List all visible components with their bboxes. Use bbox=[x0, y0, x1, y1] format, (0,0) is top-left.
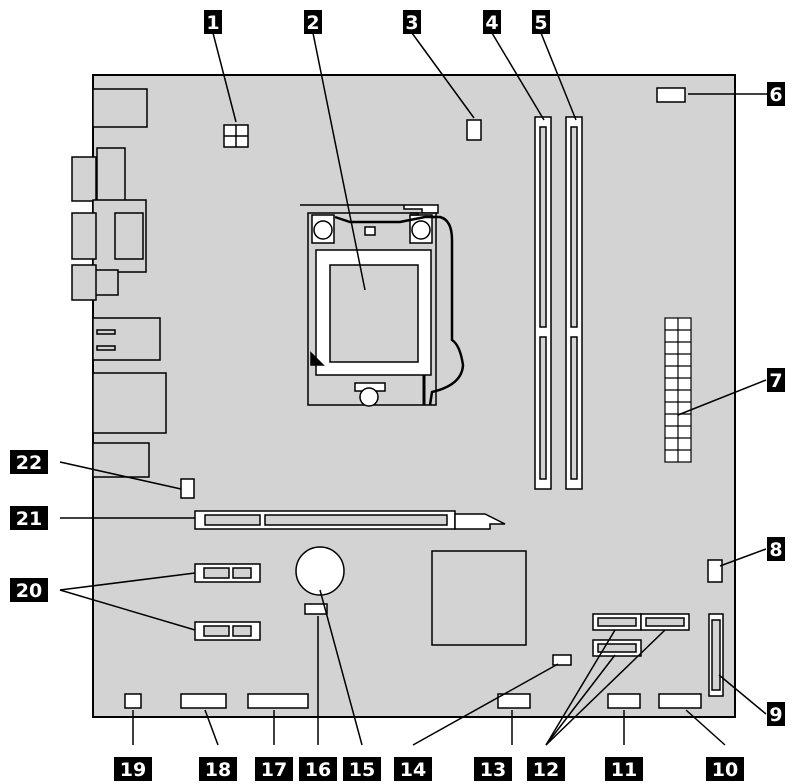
front-panel-connector bbox=[708, 613, 724, 697]
fan-connector-6 bbox=[656, 87, 686, 103]
bottom-headers bbox=[124, 693, 702, 709]
svg-text:7: 7 bbox=[769, 370, 782, 392]
svg-text:19: 19 bbox=[120, 759, 146, 781]
svg-text:11: 11 bbox=[611, 759, 637, 781]
cpu-socket bbox=[300, 204, 439, 407]
svg-text:12: 12 bbox=[533, 759, 559, 781]
svg-text:15: 15 bbox=[349, 759, 375, 781]
callout-16: 16 bbox=[299, 757, 337, 781]
svg-text:2: 2 bbox=[306, 12, 319, 34]
callout-8: 8 bbox=[767, 537, 785, 561]
leader-lines bbox=[59, 32, 767, 746]
memory-slots bbox=[534, 116, 583, 490]
svg-text:8: 8 bbox=[769, 539, 782, 561]
svg-text:20: 20 bbox=[16, 580, 42, 602]
callout-18: 18 bbox=[199, 757, 237, 781]
svg-text:6: 6 bbox=[769, 84, 782, 106]
svg-text:3: 3 bbox=[405, 12, 418, 34]
callout-15: 15 bbox=[343, 757, 381, 781]
callout-17: 17 bbox=[255, 757, 293, 781]
svg-text:5: 5 bbox=[534, 12, 547, 34]
callout-7: 7 bbox=[767, 368, 785, 392]
callout-20: 20 bbox=[10, 578, 48, 602]
fan-connector-3 bbox=[466, 119, 482, 141]
callout-14: 14 bbox=[394, 757, 432, 781]
callout-3: 3 bbox=[403, 10, 421, 34]
connector-14 bbox=[552, 654, 572, 666]
callout-6: 6 bbox=[767, 82, 785, 106]
connector-22 bbox=[180, 478, 195, 499]
svg-text:21: 21 bbox=[16, 508, 42, 530]
svg-text:16: 16 bbox=[305, 759, 331, 781]
callout-19: 19 bbox=[114, 757, 152, 781]
atx-power-connector bbox=[664, 317, 692, 463]
svg-text:10: 10 bbox=[712, 759, 738, 781]
callout-9: 9 bbox=[767, 702, 785, 726]
callout-11: 11 bbox=[605, 757, 643, 781]
svg-text:22: 22 bbox=[16, 452, 42, 474]
battery bbox=[295, 546, 345, 596]
callout-21: 21 bbox=[10, 506, 48, 530]
chipset bbox=[431, 550, 527, 646]
jumper-16 bbox=[304, 603, 328, 615]
callout-13: 13 bbox=[474, 757, 512, 781]
svg-text:1: 1 bbox=[206, 12, 219, 34]
pcie-x1-slots bbox=[194, 563, 261, 641]
callout-22: 22 bbox=[10, 450, 48, 474]
svg-text:18: 18 bbox=[205, 759, 231, 781]
svg-text:4: 4 bbox=[485, 12, 498, 34]
callout-5: 5 bbox=[532, 10, 550, 34]
svg-text:13: 13 bbox=[480, 759, 506, 781]
callout-12: 12 bbox=[527, 757, 565, 781]
svg-text:17: 17 bbox=[261, 759, 287, 781]
svg-text:9: 9 bbox=[769, 704, 782, 726]
cpu-socket-lever bbox=[334, 215, 465, 406]
pcie-x16-slot bbox=[194, 510, 506, 530]
callout-10: 10 bbox=[706, 757, 744, 781]
sata-connectors bbox=[592, 613, 690, 657]
cpu-power-connector bbox=[223, 124, 249, 148]
fan-connector-8 bbox=[707, 559, 723, 583]
callout-1: 1 bbox=[204, 10, 222, 34]
callout-4: 4 bbox=[483, 10, 501, 34]
svg-text:14: 14 bbox=[400, 759, 426, 781]
callout-2: 2 bbox=[304, 10, 322, 34]
